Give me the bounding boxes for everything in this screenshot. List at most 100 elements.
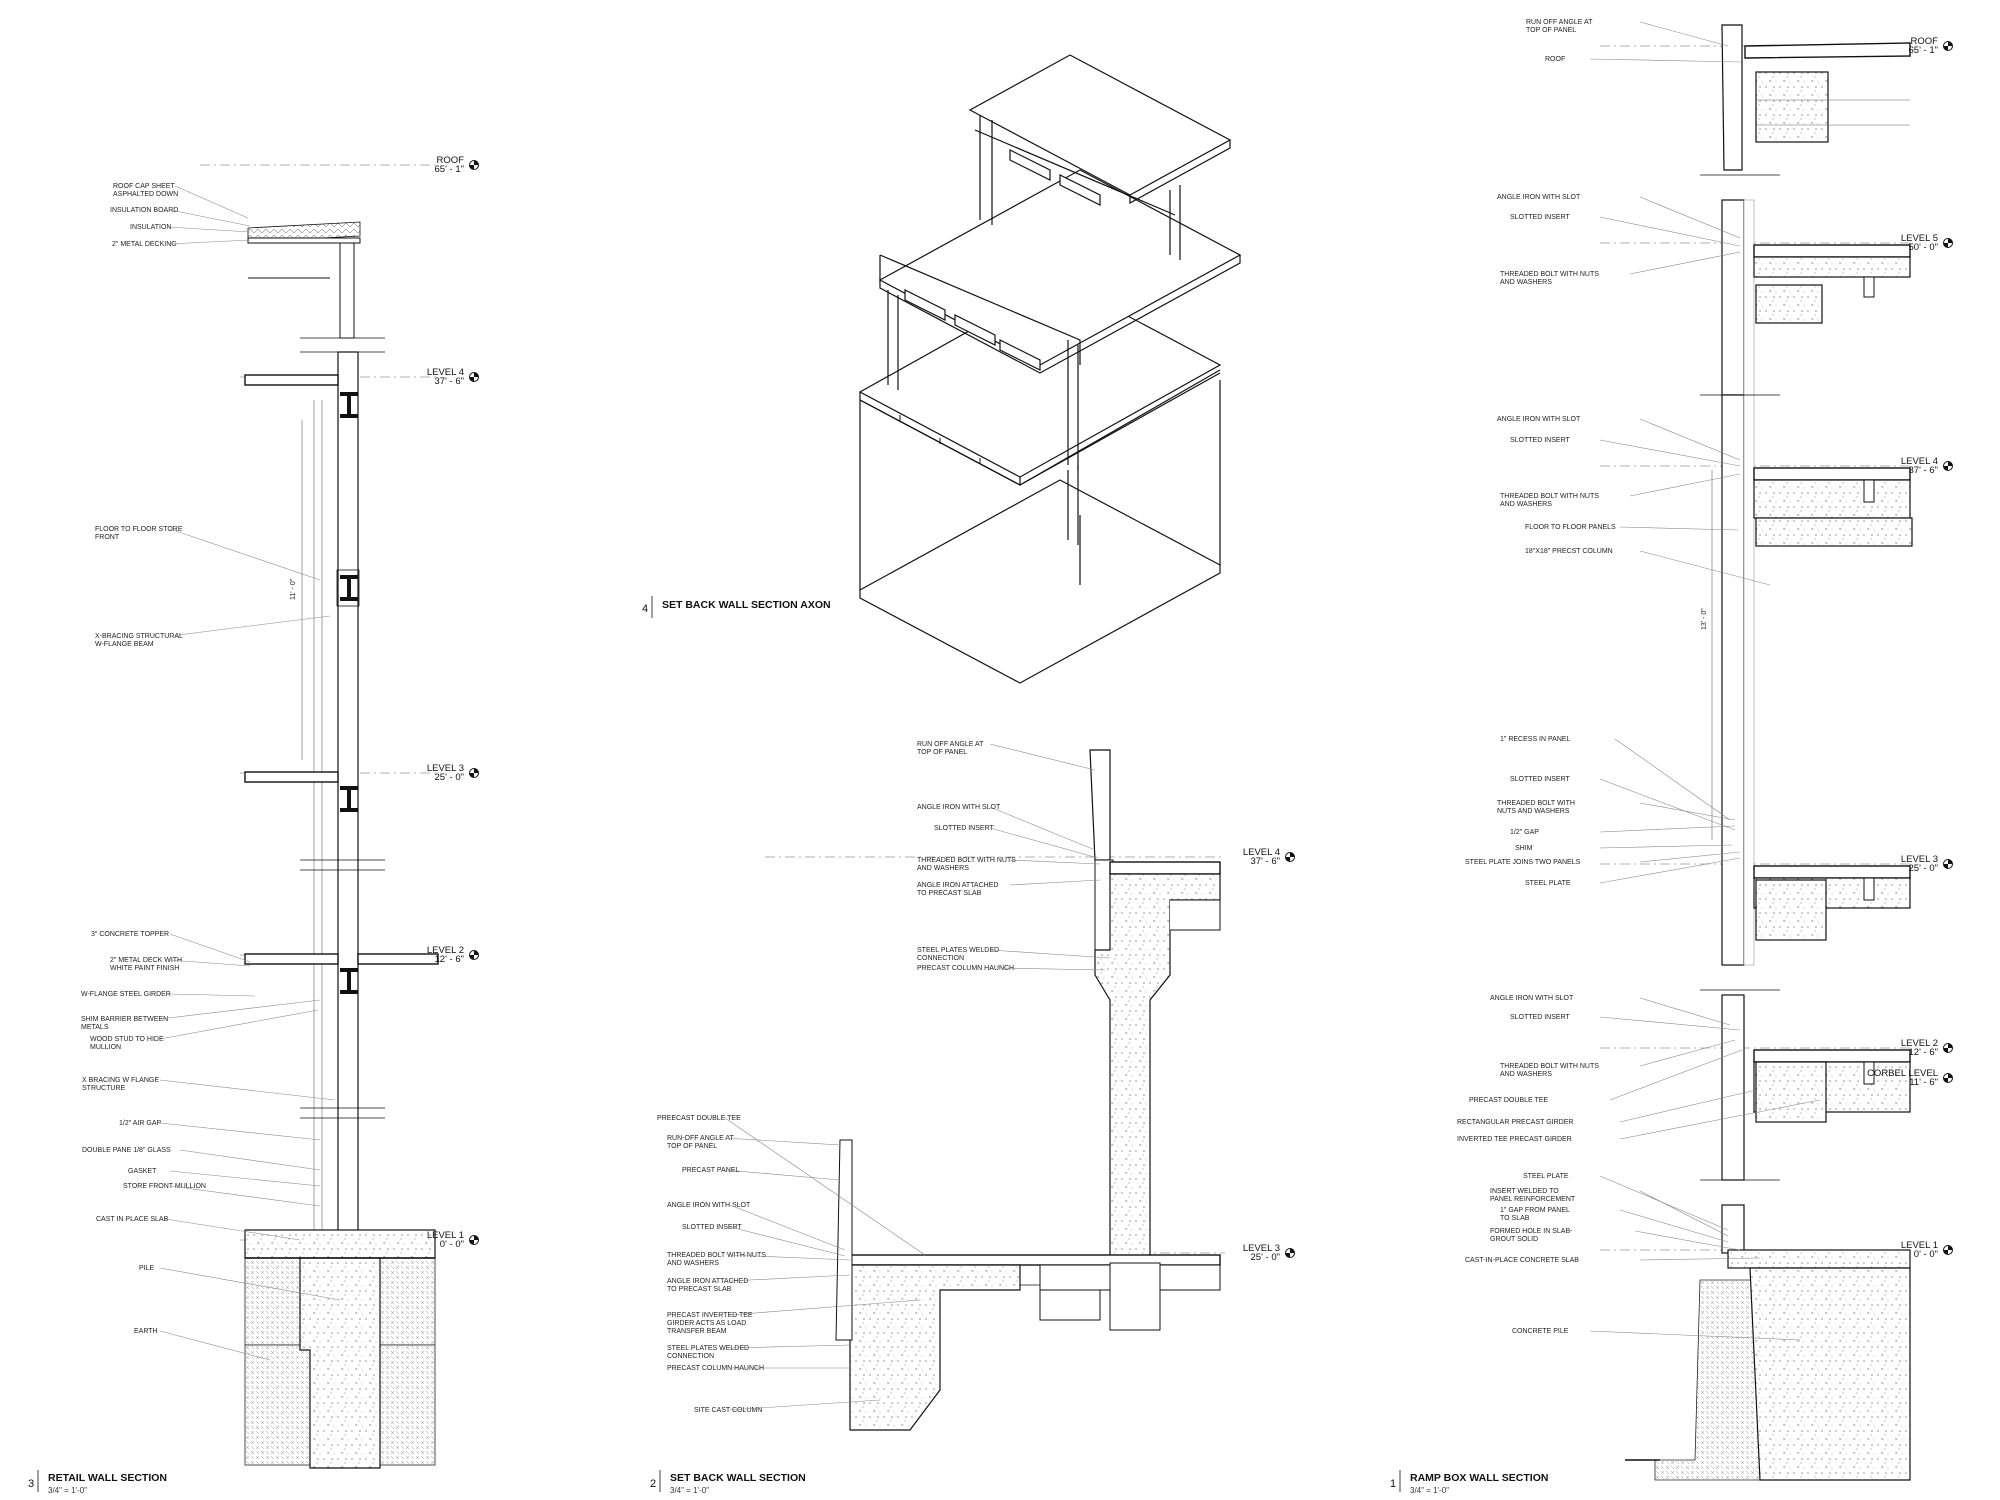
leader-line bbox=[1599, 778, 1736, 831]
rampbox-dimension-text: 13' - 0" bbox=[1701, 608, 1708, 630]
leader-line bbox=[1009, 879, 1101, 886]
leader-line bbox=[1639, 997, 1731, 1026]
level-name: LEVEL 2 bbox=[1901, 1038, 1938, 1049]
level-elevation: 25' - 0" bbox=[1251, 1252, 1280, 1263]
callout-text: CAST-IN-PLACE CONCRETE SLAB bbox=[1465, 1257, 1579, 1264]
retail-wall-section: 11' - 0" bbox=[200, 164, 440, 1469]
leader-line bbox=[164, 1218, 301, 1241]
callout-text: STORE FRONT MULLION bbox=[123, 1183, 206, 1190]
callout-text: ANGLE IRON WITH SLOT bbox=[1497, 416, 1581, 423]
leader-line bbox=[989, 949, 1111, 959]
level-elevation: 37' - 6" bbox=[435, 376, 464, 387]
leader-line bbox=[1629, 251, 1741, 275]
leader-line bbox=[1619, 1089, 1757, 1123]
leader-line bbox=[1599, 844, 1733, 849]
callout-text: EARTH bbox=[134, 1328, 158, 1335]
callout-text: STEEL PLATE bbox=[1523, 1173, 1569, 1180]
view-title: SET BACK WALL SECTION bbox=[670, 1472, 806, 1484]
leader-line bbox=[179, 1149, 321, 1171]
leader-line bbox=[989, 827, 1099, 859]
leader-line bbox=[724, 1117, 926, 1256]
level-elevation: 37' - 6" bbox=[1251, 856, 1280, 867]
leader-line bbox=[1634, 1230, 1741, 1251]
callout-text: ANGLE IRON WITH SLOT bbox=[1490, 995, 1574, 1002]
leader-line bbox=[159, 1122, 321, 1141]
level-elevation: 0' - 0" bbox=[1914, 1249, 1938, 1260]
callout-text: 2" METAL DECKING bbox=[112, 241, 177, 248]
callout-text: DOUBLE PANE 1/8" GLASS bbox=[82, 1147, 171, 1154]
callout-text: INSULATION BOARD bbox=[110, 207, 178, 214]
leader-line bbox=[1599, 439, 1741, 467]
leader-line bbox=[159, 1009, 319, 1040]
leader-line bbox=[1639, 21, 1729, 47]
view-number: 3 bbox=[28, 1478, 34, 1490]
level-name: CORBEL LEVEL bbox=[1867, 1068, 1938, 1079]
level-elevation: 65' - 1" bbox=[435, 164, 464, 175]
level-elevation: 25' - 0" bbox=[1909, 863, 1938, 874]
level-name: ROOF bbox=[1911, 36, 1939, 47]
leader-line bbox=[1639, 851, 1741, 863]
leader-line bbox=[169, 528, 321, 581]
callout-text: W-FLANGE STEEL GIRDER bbox=[81, 991, 171, 998]
callout-text: SLOTTED INSERT bbox=[1510, 437, 1570, 444]
leader-line bbox=[169, 993, 256, 997]
leader-line bbox=[729, 1274, 851, 1282]
callout-text: PREECAST DOUBLE TEE bbox=[657, 1115, 741, 1122]
callout-text: STEEL PLATE JOINS TWO PANELS bbox=[1465, 859, 1581, 866]
callout-text: RECTANGULAR PRECAST GIRDER bbox=[1457, 1119, 1573, 1126]
level-name: LEVEL 3 bbox=[1243, 1243, 1280, 1254]
leader-line bbox=[1589, 58, 1743, 63]
callout-text: SITE CAST COLUMN bbox=[694, 1407, 762, 1414]
callout-text: STEEL PLATE bbox=[1525, 880, 1571, 887]
leader-line bbox=[169, 1185, 321, 1207]
view-title: SET BACK WALL SECTION AXON bbox=[662, 599, 831, 611]
leader-line bbox=[159, 999, 321, 1020]
leader-line bbox=[729, 1299, 921, 1316]
callout-text: ANGLE IRON WITH SLOT bbox=[667, 1202, 751, 1209]
leader-line bbox=[724, 1137, 841, 1146]
leader-line bbox=[1009, 859, 1101, 865]
level-elevation: 37' - 6" bbox=[1909, 465, 1938, 476]
callout-text: CAST IN PLACE SLAB bbox=[96, 1216, 169, 1223]
view-scale: 3/4" = 1'-0" bbox=[1410, 1486, 1449, 1495]
setback-level-markers bbox=[1285, 852, 1295, 1258]
leader-line bbox=[724, 1169, 841, 1181]
leader-line bbox=[1639, 1039, 1736, 1067]
view-number: 4 bbox=[642, 603, 648, 615]
callout-text: INVERTED TEE PRECAST GIRDER bbox=[1457, 1136, 1572, 1143]
callout-text: SLOTTED INSERT bbox=[1510, 776, 1570, 783]
level-name: LEVEL 3 bbox=[427, 763, 464, 774]
leader-line bbox=[1609, 1049, 1743, 1101]
setback-wall-section bbox=[765, 749, 1225, 1431]
leader-line bbox=[1639, 550, 1771, 586]
level-elevation: 50' - 0" bbox=[1909, 242, 1938, 253]
leader-line bbox=[729, 1254, 851, 1261]
level-elevation: 0' - 0" bbox=[440, 1239, 464, 1250]
leader-line bbox=[174, 185, 249, 219]
leader-line bbox=[729, 1204, 846, 1251]
callout-text: 1/2" GAP bbox=[1510, 829, 1539, 836]
callout-text: CONCRETE PILE bbox=[1512, 1328, 1569, 1335]
level-name: LEVEL 1 bbox=[1901, 1240, 1938, 1251]
leader-line bbox=[167, 226, 251, 233]
title-axon: 4 SET BACK WALL SECTION AXON bbox=[642, 596, 831, 618]
level-elevation: 12' - 6" bbox=[1909, 1047, 1938, 1058]
view-title: RAMP BOX WALL SECTION bbox=[1410, 1472, 1548, 1484]
leader-line bbox=[169, 209, 251, 227]
callout-text: SLOTTED INSERT bbox=[1510, 214, 1570, 221]
level-name: LEVEL 4 bbox=[1243, 847, 1280, 858]
level-elevation: 12' - 6" bbox=[435, 954, 464, 965]
dimension-text: 11' - 0" bbox=[290, 578, 297, 600]
